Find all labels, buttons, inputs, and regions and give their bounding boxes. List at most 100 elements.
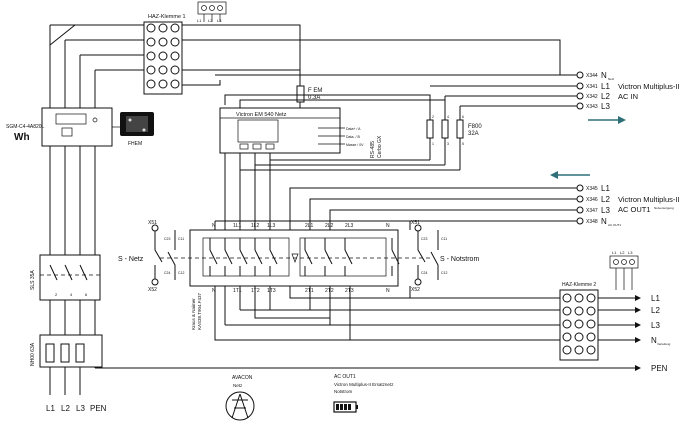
arrow-in bbox=[588, 116, 626, 124]
changeover-switch bbox=[160, 229, 430, 287]
haz1-label: HAZ-Klemme 1 bbox=[148, 14, 186, 20]
cr-x52: X52 bbox=[411, 287, 420, 293]
haz1-terminal bbox=[170, 79, 180, 89]
cl-x51: X51 bbox=[148, 220, 157, 226]
haz2-label: HAZ-Klemme 2 bbox=[562, 282, 596, 288]
cr-c12: C12 bbox=[441, 271, 447, 275]
haz2-terminal bbox=[574, 306, 584, 316]
sgm-meter bbox=[41, 107, 113, 147]
sw-top-2: 1L2 bbox=[251, 223, 260, 229]
haz1-terminal bbox=[146, 23, 156, 33]
haz2-terminal bbox=[562, 345, 572, 355]
acout-n-sub: AC OUT1 bbox=[608, 223, 621, 227]
cr-x51: X51 bbox=[411, 220, 420, 226]
f800-pin-2: 2 bbox=[432, 115, 434, 119]
acout-note-2: Victron Multiplus-II Ersatznetz bbox=[334, 382, 394, 387]
contacts-right bbox=[414, 224, 439, 286]
mini2-l1: L1 bbox=[612, 250, 617, 255]
switch-poles bbox=[209, 238, 400, 276]
haz2-terminal bbox=[586, 306, 596, 316]
acout-title-1: Victron Multiplus-II bbox=[618, 195, 680, 204]
s-netz: S - Netz bbox=[118, 256, 144, 263]
haz2-terminal bbox=[562, 306, 572, 316]
haz2-terminal bbox=[574, 319, 584, 329]
haz1-terminal bbox=[158, 23, 168, 33]
haz2-terminal bbox=[574, 332, 584, 342]
sw-top-1: 1L1 bbox=[233, 223, 242, 229]
output-arrows bbox=[95, 295, 641, 371]
haz1-terminal bbox=[146, 79, 156, 89]
acin-title-1: Victron Multiplus-II bbox=[618, 82, 680, 91]
em540-lead-1: Data+ / A bbox=[346, 127, 361, 131]
acout-term-2: X347 bbox=[586, 208, 598, 214]
ac-out-terminals bbox=[576, 184, 584, 225]
f800-return-lines bbox=[240, 159, 460, 171]
sw-top-7: N bbox=[386, 223, 390, 229]
avacon-name: AVACON bbox=[232, 375, 253, 381]
acin-n-sub: Netz bbox=[608, 77, 615, 81]
em540-meter bbox=[219, 107, 345, 154]
sw-top-5: 2L2 bbox=[325, 223, 334, 229]
acout-label-0: L1 bbox=[601, 184, 610, 193]
ac-in-terminal bbox=[576, 102, 584, 110]
switch-blade bbox=[344, 249, 353, 265]
haz2-terminal bbox=[562, 293, 572, 303]
acout-title-2-sub: Notversorgung bbox=[654, 206, 674, 210]
sls-pin-2: 2 bbox=[55, 292, 58, 297]
mini2-l2: L2 bbox=[620, 250, 625, 255]
avacon-tower-icon bbox=[225, 391, 255, 421]
acout-note-3: Notstrom bbox=[334, 389, 353, 394]
acout-label-3: N bbox=[601, 217, 607, 226]
f800-name: F800 bbox=[468, 124, 482, 130]
cl-c23: C23 bbox=[164, 237, 170, 241]
cl-c11: C11 bbox=[178, 237, 184, 241]
sls-pin-4: 4 bbox=[70, 292, 73, 297]
haz1-terminal bbox=[170, 51, 180, 61]
acout-title-2: AC OUT1 bbox=[618, 205, 651, 214]
sw-bot-7: N bbox=[386, 288, 390, 294]
haz1-terminal bbox=[170, 65, 180, 75]
acin-label-2: L2 bbox=[601, 92, 610, 101]
acout-term-0: X345 bbox=[586, 186, 598, 192]
mini-terminal-top bbox=[197, 1, 227, 22]
switch-blade bbox=[304, 249, 313, 265]
f800-pin-6: 6 bbox=[462, 115, 464, 119]
haz-klemme-1 bbox=[143, 21, 183, 95]
acin-label-3: L3 bbox=[601, 102, 610, 111]
bottom-pen: PEN bbox=[90, 404, 107, 413]
haz2-terminal bbox=[574, 345, 584, 355]
mini-l3: L3 bbox=[217, 18, 222, 23]
haz2-terminal bbox=[586, 319, 596, 329]
sw-top-6: 2L3 bbox=[345, 223, 354, 229]
sw-bot-6: 2T3 bbox=[345, 288, 354, 294]
out-n: N bbox=[651, 336, 657, 345]
acin-term-0: X344 bbox=[586, 73, 598, 79]
arrow-out bbox=[550, 171, 590, 179]
em540-title: Victron EM 540 Netz bbox=[236, 112, 287, 118]
em540-down-lines bbox=[224, 153, 271, 230]
ac-out-lines bbox=[215, 187, 578, 222]
out-l3: L3 bbox=[651, 321, 660, 330]
sw-top-4: 2L1 bbox=[305, 223, 314, 229]
ac-out-terminal bbox=[576, 206, 584, 214]
sgm-name: SGM-C4-4A820L bbox=[6, 124, 45, 130]
mini-l1: L1 bbox=[197, 18, 202, 23]
haz1-terminal bbox=[146, 65, 156, 75]
haz2-terminal bbox=[586, 345, 596, 355]
fhem-label: FHEM bbox=[128, 141, 142, 147]
switch-blade bbox=[209, 249, 218, 265]
haz2-terminal bbox=[562, 332, 572, 342]
ac-in-terminal bbox=[576, 82, 584, 90]
bottom-l3: L3 bbox=[76, 404, 85, 413]
bottom-l1: L1 bbox=[46, 404, 55, 413]
cl-c12: C12 bbox=[178, 271, 184, 275]
sw-bot-2: 1T2 bbox=[251, 288, 260, 294]
fhem-device bbox=[112, 112, 154, 136]
mini2-l3: L3 bbox=[628, 250, 633, 255]
acout-term-1: X346 bbox=[586, 197, 598, 203]
out-l2: L2 bbox=[651, 306, 660, 315]
acout-note-1: AC OUT1 bbox=[334, 374, 356, 380]
f800-fuses bbox=[426, 96, 464, 170]
mini-terminal-right bbox=[609, 255, 639, 290]
haz1-terminal bbox=[170, 37, 180, 47]
